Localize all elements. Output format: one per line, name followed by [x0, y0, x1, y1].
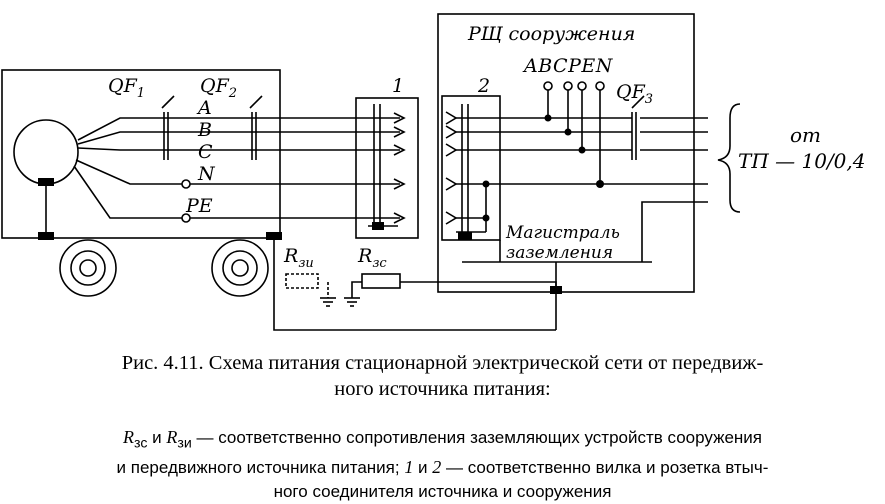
label-qf2: QF2 — [200, 75, 237, 101]
label-phase-b: B — [197, 119, 212, 141]
label-qf1: QF1 — [108, 75, 145, 101]
switch-qf1 — [161, 95, 175, 160]
resistor-rzs — [361, 273, 401, 289]
plug-1-box — [355, 97, 419, 239]
caption-line-2: ного источника питания: — [334, 378, 551, 400]
label-socket-2: 2 — [477, 75, 490, 97]
wheel-left — [59, 239, 117, 297]
board-title: РЩ сооружения — [467, 23, 635, 45]
switch-qf2 — [249, 95, 263, 160]
note-line-1: Rзс и Rзи — соответственно сопротивления… — [123, 427, 762, 452]
label-plug-1: 1 — [392, 75, 404, 97]
generator-symbol — [13, 119, 79, 185]
board-bus-labels: ABCPEN — [522, 55, 614, 77]
label-qf3: QF3 — [616, 81, 653, 107]
label-source-tp: ТП — 10/0,4 — [738, 149, 866, 173]
label-phase-a: A — [196, 97, 212, 119]
mobile-source-box — [1, 69, 281, 239]
figure-note: Rзс и Rзи — соответственно сопротивления… — [0, 425, 885, 504]
label-phase-c: C — [198, 141, 213, 163]
note-line-3: ного соединителя источника и сооружения — [273, 482, 612, 502]
label-r-mobile: Rзи — [283, 245, 314, 271]
source-brace — [717, 103, 741, 213]
resistor-rzi — [285, 273, 319, 289]
label-pe: PE — [185, 195, 213, 217]
switch-qf3 — [631, 95, 645, 160]
note-line-2: и передвижного источника питания; 1 и 2 … — [116, 457, 769, 478]
structure-board — [437, 13, 695, 293]
wheel-right — [211, 239, 269, 297]
caption-line-1: Рис. 4.11. Схема питания стационарной эл… — [121, 352, 764, 374]
label-r-structure: Rзс — [357, 245, 387, 271]
label-ground-main-1: Магистраль — [505, 223, 620, 243]
label-neutral: N — [197, 163, 216, 185]
label-ground-main-2: заземления — [506, 243, 613, 263]
wiring-diagram: QF1 QF2 QF3 A B C N PE 1 2 РЩ сооружения… — [1, 13, 866, 331]
label-from: от — [790, 123, 821, 147]
figure-caption: Рис. 4.11. Схема питания стационарной эл… — [0, 350, 885, 402]
